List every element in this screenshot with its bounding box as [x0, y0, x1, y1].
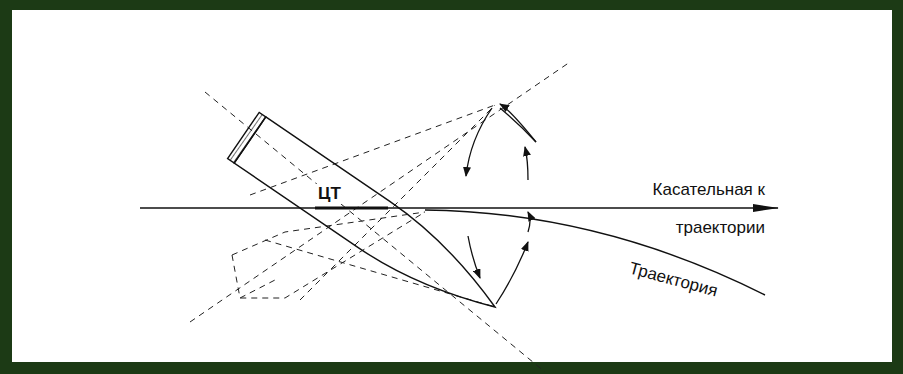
dashed-axes [190, 62, 570, 372]
tangent-line [140, 207, 778, 208]
bullet [228, 112, 495, 307]
precession-arrows [466, 104, 536, 304]
center-of-gravity-label: ЦТ [316, 184, 343, 204]
tangent-label: Касательная к траектории [600, 171, 765, 247]
